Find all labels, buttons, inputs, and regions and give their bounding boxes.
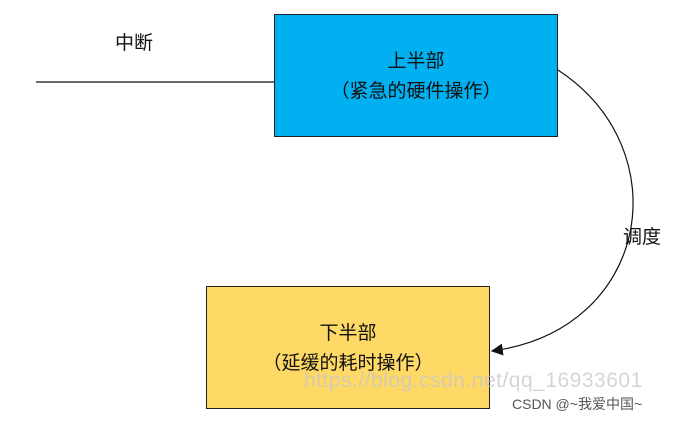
interrupt-label: 中断: [115, 32, 154, 54]
top-half-subtitle: （紧急的硬件操作）: [330, 79, 502, 102]
schedule-label: 调度: [623, 226, 662, 248]
top-half-title: 上半部: [387, 49, 445, 72]
bottom-half-subtitle: （延缓的耗时操作）: [262, 351, 434, 374]
schedule-arrow: [490, 69, 634, 356]
watermark-csdn: CSDN @~我爱中国~: [512, 396, 643, 412]
bottom-half-box: 下半部 （延缓的耗时操作）: [206, 286, 490, 409]
top-half-box: 上半部 （紧急的硬件操作）: [274, 14, 558, 137]
watermark-url: https://blog.csdn.net/qq_16933601: [304, 369, 643, 392]
bottom-half-title: 下半部: [319, 321, 377, 344]
